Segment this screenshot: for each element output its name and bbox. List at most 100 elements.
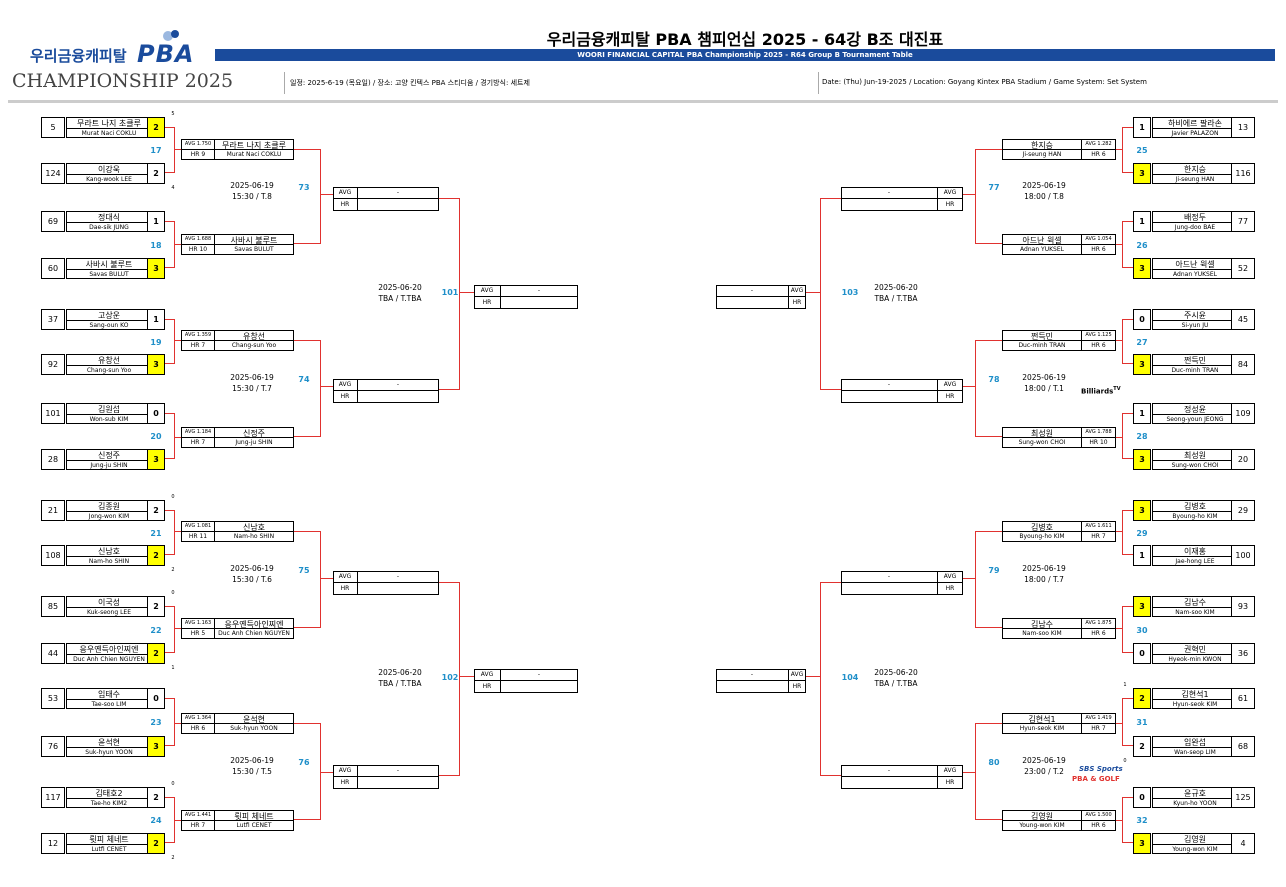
player-seed: 77 [1231,211,1255,232]
player-average: AVG 1.125 [1085,332,1112,338]
placeholder-name: - [750,287,754,294]
bracket-line [165,606,175,653]
player-name-korean: 김병호 [1030,523,1054,532]
hr-label: HR [340,201,350,208]
player-average: AVG 1.500 [1085,812,1112,818]
player-average: AVG 1.054 [1085,236,1112,242]
player-name-korean: 임완섭 [1153,737,1237,748]
qualifier-slot[interactable] [333,765,439,789]
qualifier-slot[interactable] [716,285,806,309]
player-name-korean: 한지승 [1153,164,1237,175]
player-name-english: Duc Anh Chien NGUYEN [73,656,145,663]
qualifier-slot[interactable] [841,379,963,403]
stats-divider [181,723,215,724]
qualifier-slot[interactable] [333,187,439,211]
player-name-korean: 응우옌득아인찌엔 [224,620,284,629]
avg-label: AVG [943,767,957,774]
player-high-run: HR 9 [190,151,206,158]
player-high-run: HR 7 [190,822,206,829]
player-seed: 69 [41,211,65,232]
player-name-english: Jung-doo BAE [1174,224,1216,231]
player-name-korean: 고상운 [67,310,151,321]
player-average: AVG 1.163 [184,620,212,626]
qualifier-slot[interactable] [333,379,439,403]
avg-label: AVG [338,767,352,774]
qualifier-slot[interactable] [841,765,963,789]
match-date: 2025-06-19 [230,180,274,190]
player-seed: 36 [1231,643,1255,664]
match-number: 32 [1136,816,1148,825]
placeholder-name: - [537,671,541,678]
player-score: 3 [1133,258,1151,279]
bracket-line [963,194,975,195]
player-average: AVG 1.441 [184,812,212,818]
player-name-english: Adnan YUKSEL [1020,246,1064,253]
slot-divider [500,669,501,693]
bracket-line [165,797,175,843]
qualifier-slot[interactable] [333,571,439,595]
hr-label: HR [945,585,955,592]
player-name-korean: 주시윤 [1153,310,1237,321]
qualifier-slot[interactable] [474,669,578,693]
qualifier-slot[interactable] [474,285,578,309]
slot-divider [357,187,358,211]
player-seed: 45 [1231,309,1255,330]
match-number: 24 [150,816,162,825]
player-name-english: Byoung-ho KIM [1019,533,1065,540]
qualifier-slot[interactable] [841,571,963,595]
player-seed: 108 [41,545,65,566]
match-date: 2025-06-19 [1022,372,1066,382]
match-date: 2025-06-19 [1022,563,1066,573]
sbs-sports-logo: SBS Sports [1079,765,1123,773]
player-seed: 92 [41,354,65,375]
match-number: 104 [841,673,859,682]
player-average: AVG 1.364 [184,715,212,721]
bracket-line [1122,698,1133,746]
bracket-line [175,628,181,629]
bracket-line [1116,820,1122,821]
slot-divider [841,198,963,199]
qualifier-slot[interactable] [841,187,963,211]
player-score: 0 [1133,643,1151,664]
qualifier-slot[interactable] [716,669,806,693]
bracket-line [175,149,181,150]
set-score: 0 [171,781,175,787]
player-score: 1 [147,309,165,330]
bracket-line [294,723,321,820]
player-name-english: Duc Anh Chien NGUYEN [218,630,290,637]
name-divider [214,149,294,150]
player-seed: 60 [41,258,65,279]
